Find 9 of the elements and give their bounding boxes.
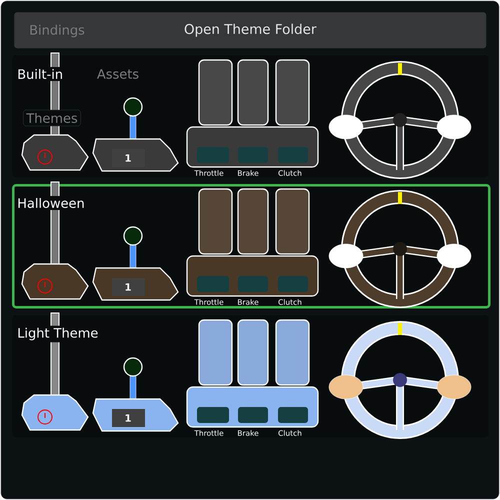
theme-title: Halloween	[15, 196, 87, 210]
theme-title: Light Theme	[15, 326, 100, 342]
faded-tab-label: Themes	[23, 110, 81, 126]
faded-tab-label: Assets	[97, 69, 138, 79]
theme-title: Built-in	[15, 67, 66, 81]
gear-number: 1	[126, 414, 131, 422]
gear-number: 1	[126, 283, 131, 291]
faded-tab-label: Bindings	[30, 24, 84, 38]
gear-number: 1	[126, 154, 131, 162]
